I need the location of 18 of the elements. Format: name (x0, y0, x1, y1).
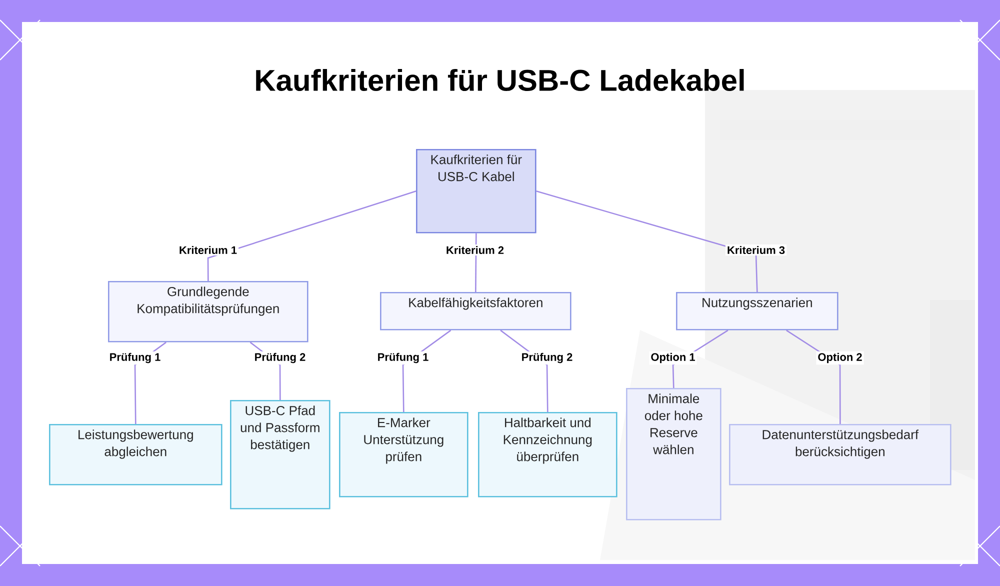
process-box: Leistungsbewertung abgleichen (49, 424, 222, 486)
edge-label: Prüfung 2 (252, 351, 308, 365)
process-box: E-Marker Unterstützung prüfen (339, 412, 468, 498)
edge-label: Option 2 (816, 351, 864, 365)
process-box: USB-C Pfad und Passform bestätigen (230, 400, 330, 510)
process-box: Haltbarkeit und Kennzeichnung überprüfen (478, 412, 618, 498)
process-box: Nutzungsszenarien (676, 292, 838, 330)
edge-label: Prüfung 2 (520, 351, 574, 365)
edge-label: Prüfung 1 (108, 351, 162, 365)
process-box: Kabelfähigkeitsfaktoren (380, 292, 572, 330)
process-box: Minimale oder hohe Reserve wählen (626, 388, 722, 520)
edge-label: Option 1 (649, 351, 697, 365)
title: Kaufkriterien für USB-C Ladekabel (256, 68, 744, 92)
connector-line (207, 190, 416, 281)
process-box: Datenunterstützungsbedarf berücksichtigen (729, 424, 952, 486)
process-box: Kaufkriterien für USB-C Kabel (416, 149, 536, 234)
process-box: Grundlegende Kompatibilitätsprüfungen (108, 281, 308, 342)
edge-label: Prüfung 1 (376, 351, 430, 365)
